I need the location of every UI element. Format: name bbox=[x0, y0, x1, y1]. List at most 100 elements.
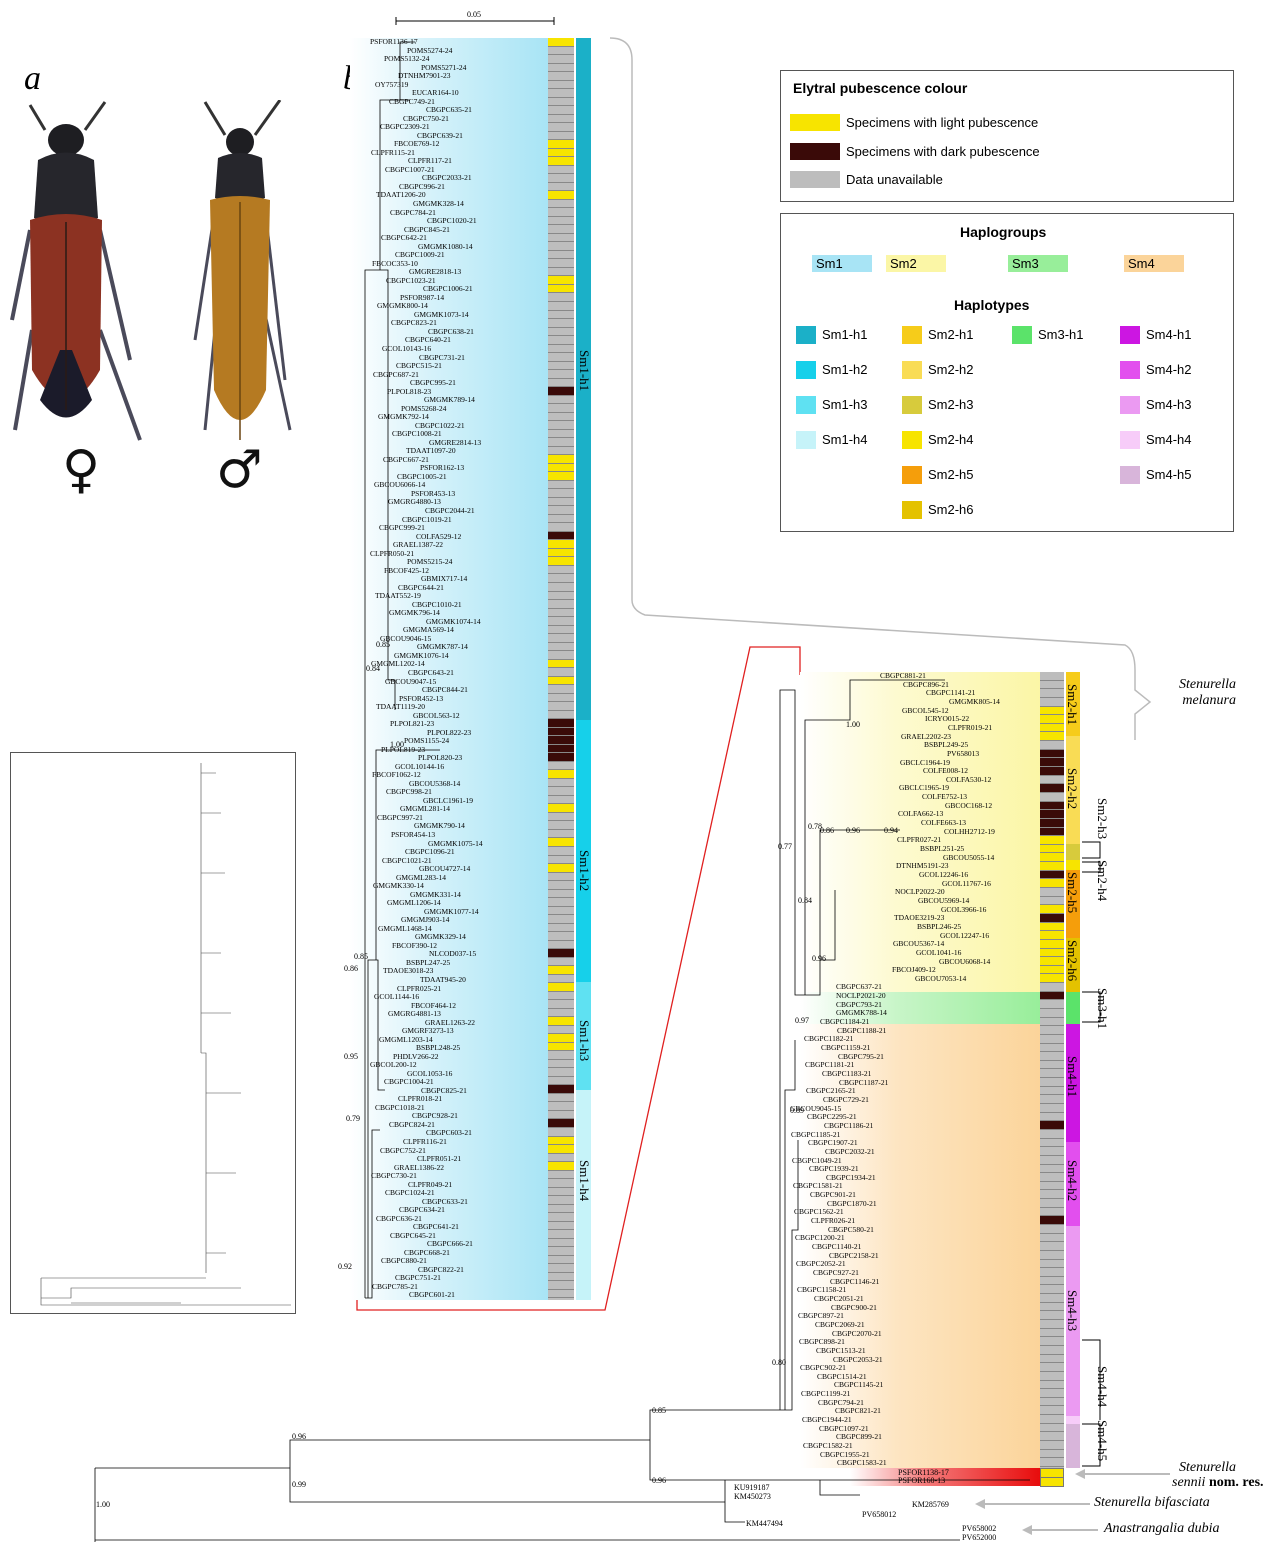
pubescence-cell bbox=[1040, 1147, 1064, 1156]
tip-label: CLPFR019-21 bbox=[948, 724, 992, 732]
pubescence-cell bbox=[1040, 732, 1064, 741]
arrow-dubia-head bbox=[1022, 1525, 1032, 1535]
support-main-2: 0.96 bbox=[846, 826, 860, 835]
label-sm2-h1: Sm2-h1 bbox=[1064, 684, 1080, 725]
pubescence-cell bbox=[1040, 1242, 1064, 1251]
support-main-15: 1.00 bbox=[96, 1500, 110, 1509]
pubescence-cell bbox=[1040, 741, 1064, 750]
pubescence-cell bbox=[1040, 1320, 1064, 1329]
pubescence-cell bbox=[1040, 957, 1064, 966]
pubescence-cell bbox=[1040, 1078, 1064, 1087]
pubescence-cell bbox=[1040, 1018, 1064, 1027]
support-main-5: 0.78 bbox=[808, 822, 822, 831]
tip-label: GCOL1041-16 bbox=[916, 949, 961, 957]
sm4-h5-bar bbox=[1066, 1424, 1080, 1468]
pubescence-cell bbox=[1040, 828, 1064, 837]
pubescence-cell bbox=[1040, 1000, 1064, 1009]
arrow-bifasciata bbox=[985, 1503, 1090, 1505]
pubescence-cell bbox=[1040, 1285, 1064, 1294]
pubescence-cell bbox=[1040, 784, 1064, 793]
pubescence-cell bbox=[1040, 1277, 1064, 1286]
tip-label: GCOL12247-16 bbox=[940, 932, 989, 940]
support-main-1: 1.00 bbox=[846, 720, 860, 729]
support-main-9: 0.97 bbox=[795, 1016, 809, 1025]
pubescence-cell bbox=[1040, 1173, 1064, 1182]
species-dubia: Anastrangalia dubia bbox=[1104, 1521, 1236, 1537]
pubescence-cell bbox=[1040, 672, 1064, 681]
pubescence-cell bbox=[1040, 1355, 1064, 1364]
tip-label: GBCOU7053-14 bbox=[915, 975, 966, 983]
scale-bar-label: 0.05 bbox=[467, 10, 481, 19]
pubescence-cell bbox=[1040, 1329, 1064, 1338]
support-main-14: 0.96 bbox=[292, 1432, 306, 1441]
tip-label: PV658013 bbox=[947, 750, 979, 758]
label-sm2-h5: Sm2-h5 bbox=[1064, 872, 1080, 913]
tip-outgroup-4: KM450273 bbox=[734, 1493, 771, 1501]
pubescence-cell bbox=[1040, 1381, 1064, 1390]
pubescence-cell bbox=[1040, 1121, 1064, 1130]
support-main-11: 0.80 bbox=[772, 1358, 786, 1367]
pubescence-cell bbox=[1040, 923, 1064, 932]
pubescence-cell bbox=[1040, 845, 1064, 854]
pubescence-cell bbox=[1040, 1156, 1064, 1165]
pubescence-cell bbox=[1040, 992, 1064, 1001]
female-symbol: ♀ bbox=[62, 440, 100, 500]
arrow-sennii-head bbox=[1075, 1469, 1085, 1479]
pubescence-cell bbox=[1040, 1346, 1064, 1355]
pubescence-cell bbox=[1040, 1087, 1064, 1096]
pubescence-cell bbox=[1040, 810, 1064, 819]
support-main-7: 0.84 bbox=[798, 896, 812, 905]
pubescence-cell bbox=[1040, 1415, 1064, 1424]
pubescence-cell bbox=[1040, 819, 1064, 828]
pubescence-cell bbox=[1040, 750, 1064, 759]
pubescence-cell bbox=[1040, 1389, 1064, 1398]
male-beetle bbox=[195, 100, 290, 440]
species-sennii-epithet: sennii bbox=[1172, 1475, 1205, 1490]
pubescence-cell bbox=[1040, 1432, 1064, 1441]
pubescence-cell bbox=[1040, 1190, 1064, 1199]
female-beetle bbox=[12, 102, 140, 440]
pubescence-cell bbox=[1040, 1372, 1064, 1381]
pubescence-cell bbox=[1040, 681, 1064, 690]
pubescence-cells-main bbox=[1040, 672, 1064, 1486]
pubescence-cell bbox=[1040, 1139, 1064, 1148]
label-sm2-h6: Sm2-h6 bbox=[1064, 940, 1080, 981]
arrow-bifasciata-head bbox=[975, 1499, 985, 1509]
sm2-h4-bar bbox=[1066, 860, 1080, 870]
species-bifasciata: Stenurella bifasciata bbox=[1094, 1495, 1236, 1511]
tip-label: GBCOC168-12 bbox=[945, 802, 992, 810]
pubescence-cell bbox=[1040, 724, 1064, 733]
pubescence-cell bbox=[1040, 1398, 1064, 1407]
pubescence-cell bbox=[1040, 689, 1064, 698]
tip-outgroup-6: PV658012 bbox=[862, 1511, 896, 1519]
pubescence-cell bbox=[1040, 862, 1064, 871]
species-sennii-line: sennii nom. res. bbox=[1172, 1475, 1264, 1491]
pubescence-cell bbox=[1040, 1104, 1064, 1113]
pubescence-cell bbox=[1040, 905, 1064, 914]
pubescence-cell bbox=[1040, 1260, 1064, 1269]
pubescence-cell bbox=[1040, 707, 1064, 716]
tip-outgroup-7: KM447494 bbox=[746, 1520, 783, 1528]
pubescence-cell bbox=[1040, 1095, 1064, 1104]
tip-label: GCOL3966-16 bbox=[941, 906, 986, 914]
pubescence-cell bbox=[1040, 1450, 1064, 1459]
pubescence-cell bbox=[1040, 836, 1064, 845]
male-symbol: ♂ bbox=[216, 440, 263, 500]
tip-label: CBGPC1583-21 bbox=[837, 1459, 887, 1467]
pubescence-cell bbox=[1040, 940, 1064, 949]
arrow-dubia bbox=[1032, 1529, 1098, 1531]
support-main-10: 0.89 bbox=[790, 1106, 804, 1115]
species-sennii-status: nom. res. bbox=[1209, 1475, 1264, 1490]
pubescence-cell bbox=[1040, 853, 1064, 862]
pubescence-cell bbox=[1040, 879, 1064, 888]
sennii-pubescence bbox=[1040, 1468, 1064, 1486]
species-melanura: Stenurella melanura bbox=[1150, 677, 1236, 709]
pubescence-cell bbox=[1040, 1251, 1064, 1260]
support-main-4: 0.94 bbox=[884, 826, 898, 835]
pubescence-cell bbox=[1040, 1303, 1064, 1312]
panel-a-label: a bbox=[24, 60, 41, 98]
sm2-h3-bar bbox=[1066, 844, 1080, 860]
pubescence-cell bbox=[1040, 983, 1064, 992]
tip-label: OY757319 bbox=[375, 81, 408, 89]
pubescence-cell bbox=[1040, 1337, 1064, 1346]
